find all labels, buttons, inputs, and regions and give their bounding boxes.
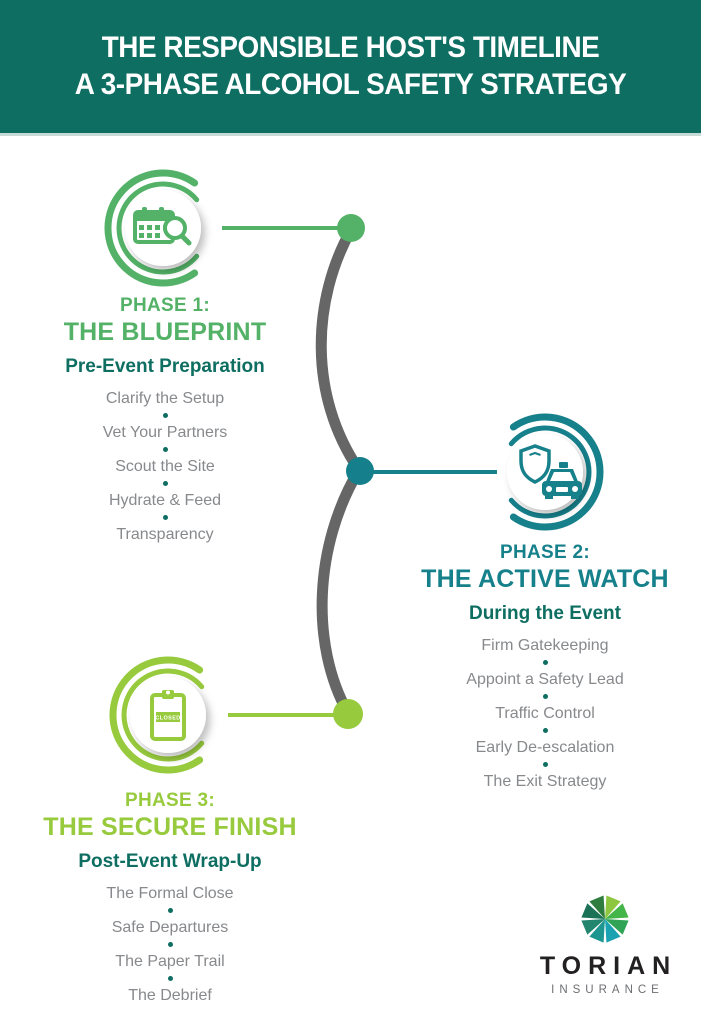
list-item: Safe Departures (111, 919, 229, 936)
separator-dot (162, 413, 168, 418)
separator-dot (167, 942, 173, 947)
list-item: Transparency (116, 526, 214, 543)
phase1-title: THE BLUEPRINT (63, 318, 267, 346)
timeline-node-3 (333, 699, 363, 729)
separator-dot (162, 515, 168, 520)
phase3-badge: CLOSED (109, 656, 206, 774)
phase1-badge (104, 169, 201, 287)
phase3-section: PHASE 3: THE SECURE FINISH Post-Event Wr… (20, 790, 320, 1005)
calendar-search-icon (133, 207, 192, 246)
timeline-node-2 (346, 457, 374, 485)
list-item: Firm Gatekeeping (481, 637, 609, 654)
phase1-inner-ring (116, 181, 200, 275)
separator-dot (167, 908, 173, 913)
list-item: Appoint a Safety Lead (466, 671, 624, 688)
phase2-label: PHASE 2: (499, 542, 591, 563)
phase2-item-list: Firm Gatekeeping Appoint a Safety Lead T… (395, 636, 695, 791)
list-item: Traffic Control (495, 705, 595, 722)
torian-logo: TORIAN INSURANCE (515, 890, 695, 996)
header-title-line1: THE RESPONSIBLE HOST'S TIMELINE (101, 31, 600, 64)
phase3-title: THE SECURE FINISH (43, 813, 297, 841)
list-item: Scout the Site (115, 458, 215, 475)
clipboard-closed-label: CLOSED (155, 716, 180, 722)
phase1-subtitle: Pre-Event Preparation (65, 356, 265, 377)
phase2-title: THE ACTIVE WATCH (421, 565, 669, 593)
header-banner: THE RESPONSIBLE HOST'S TIMELINE A 3-PHAS… (0, 0, 701, 136)
phase3-outer-ring (109, 656, 204, 774)
separator-dot (542, 762, 548, 767)
separator-dot (542, 694, 548, 699)
list-item: The Debrief (128, 987, 212, 1004)
list-item: Clarify the Setup (105, 390, 225, 407)
phase2-inner-ring (508, 425, 592, 519)
phase2-outer-ring (509, 413, 604, 531)
separator-dot (162, 481, 168, 486)
phase2-section: PHASE 2: THE ACTIVE WATCH During the Eve… (395, 542, 695, 791)
shield-car-icon (519, 444, 582, 499)
phase3-inner-ring (121, 668, 205, 762)
separator-dot (167, 976, 173, 981)
phase1-outer-ring (104, 169, 199, 287)
phase2-subtitle: During the Event (468, 603, 621, 624)
phase3-label: PHASE 3: (124, 790, 216, 811)
separator-dot (542, 728, 548, 733)
logo-name: TORIAN (539, 952, 678, 980)
separator-dot (162, 447, 168, 452)
phase3-item-list: The Formal Close Safe Departures The Pap… (20, 884, 320, 1005)
phase1-section: PHASE 1: THE BLUEPRINT Pre-Event Prepara… (15, 295, 315, 544)
separator-dot (542, 660, 548, 665)
torian-logo-mark-icon (581, 895, 629, 943)
list-item: Hydrate & Feed (108, 492, 222, 509)
clipboard-closed-icon: CLOSED (150, 690, 186, 741)
phase3-subtitle: Post-Event Wrap-Up (78, 851, 262, 872)
phase1-label: PHASE 1: (119, 295, 211, 316)
phase1-item-list: Clarify the Setup Vet Your Partners Scou… (15, 389, 315, 544)
header-title-line2: A 3-PHASE ALCOHOL SAFETY STRATEGY (74, 68, 627, 101)
timeline-node-1 (337, 214, 365, 242)
list-item: Vet Your Partners (102, 424, 228, 441)
list-item: The Paper Trail (115, 953, 225, 970)
list-item: Early De-escalation (475, 739, 615, 756)
list-item: The Exit Strategy (483, 773, 607, 790)
list-item: The Formal Close (106, 885, 234, 902)
logo-tagline: INSURANCE (551, 984, 664, 996)
phase2-badge (507, 413, 604, 531)
